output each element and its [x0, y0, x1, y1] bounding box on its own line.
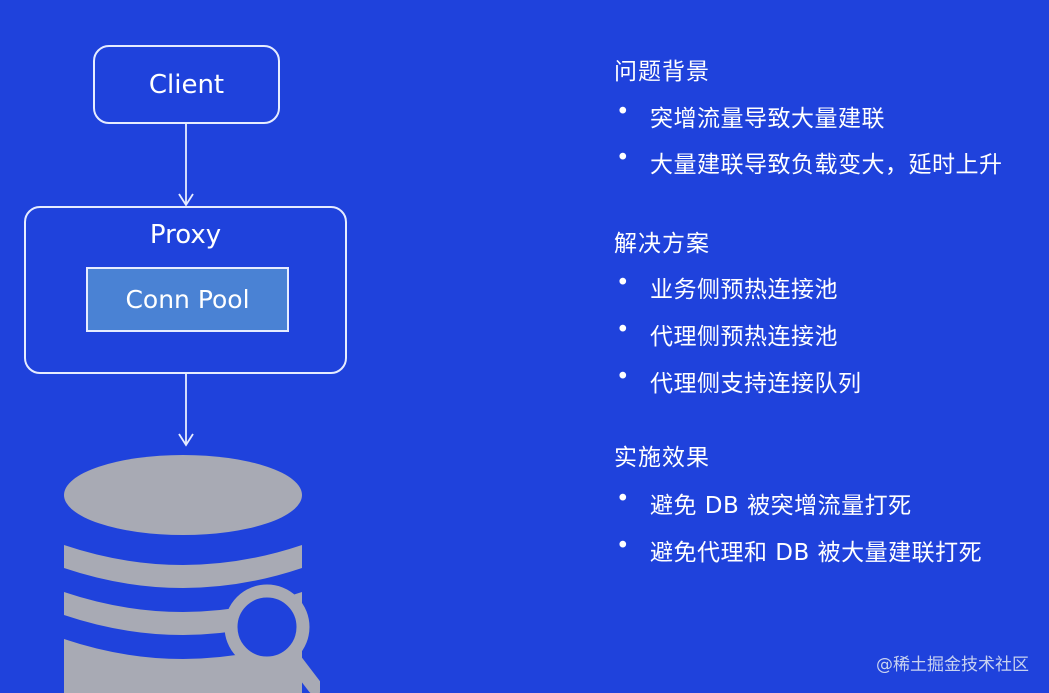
proxy-label: Proxy: [149, 220, 222, 250]
bullet-dot: •: [616, 317, 631, 343]
arrow-client-to-proxy: [178, 124, 194, 207]
section-heading-background: 问题背景: [614, 59, 710, 85]
list-item-text: 避免 DB 被突增流量打死: [650, 493, 912, 519]
client-node: Client: [93, 45, 280, 124]
conn-pool-node: Conn Pool: [86, 267, 289, 332]
bullet-dot: •: [616, 145, 631, 171]
section-heading-result: 实施效果: [614, 445, 710, 471]
bullet-dot: •: [616, 364, 631, 390]
watermark: @稀土掘金技术社区: [876, 655, 1029, 675]
database-search-icon: [64, 455, 320, 693]
arrow-proxy-to-db: [178, 374, 194, 447]
list-item-text: 业务侧预热连接池: [650, 277, 838, 303]
list-item-text: 代理侧支持连接队列: [650, 371, 862, 397]
client-label: Client: [148, 69, 225, 100]
list-item-text: 避免代理和 DB 被大量建联打死: [650, 540, 983, 566]
bullet-dot: •: [616, 486, 631, 512]
bullet-dot: •: [616, 99, 631, 125]
list-item-text: 大量建联导致负载变大，延时上升: [650, 152, 1003, 178]
bullet-dot: •: [616, 270, 631, 296]
conn-pool-label: Conn Pool: [125, 285, 250, 314]
list-item-text: 突增流量导致大量建联: [650, 106, 885, 132]
list-item-text: 代理侧预热连接池: [650, 324, 838, 350]
section-heading-solution: 解决方案: [614, 231, 710, 257]
proxy-node: Proxy Conn Pool: [24, 206, 347, 374]
bullet-dot: •: [616, 533, 631, 559]
